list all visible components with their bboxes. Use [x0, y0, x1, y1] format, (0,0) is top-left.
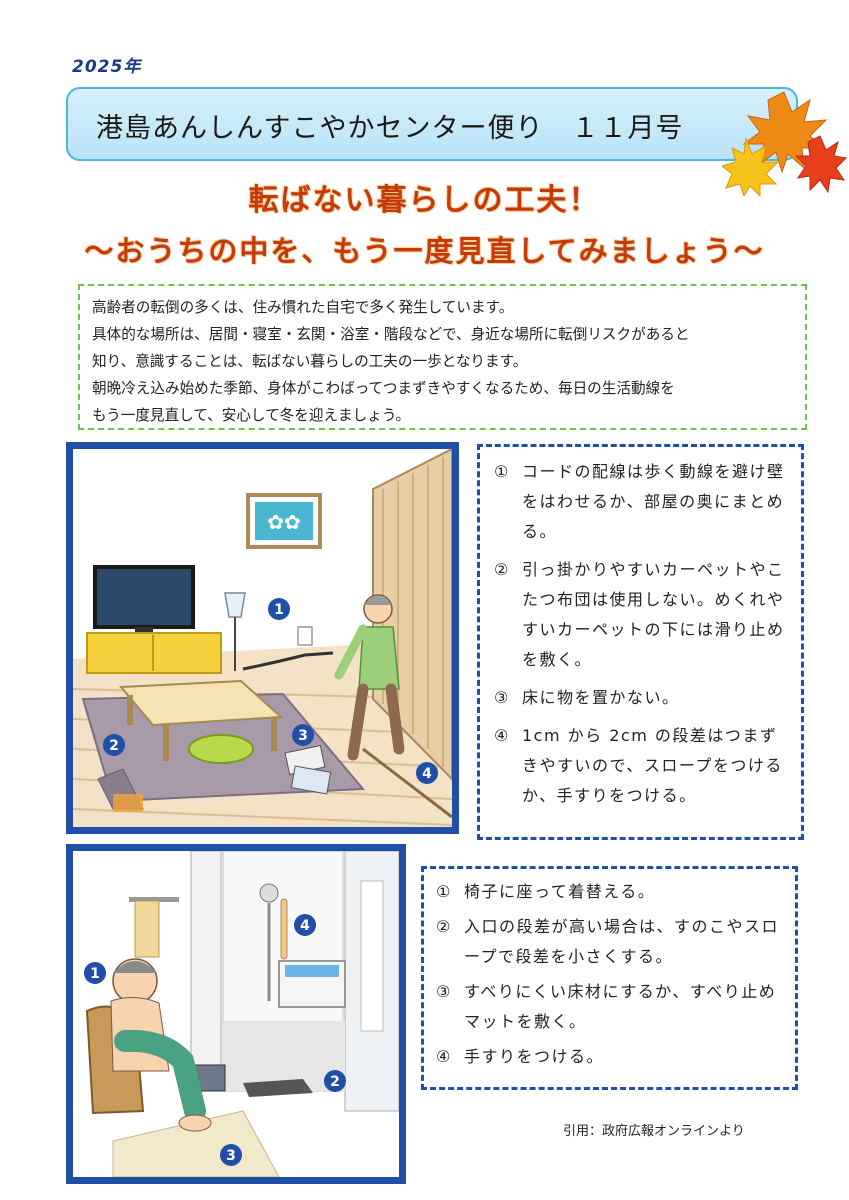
- tip-number: ④: [436, 1047, 452, 1066]
- tip-text: 手すりをつける。: [464, 1047, 605, 1066]
- tip-text: すべりにくい床材にするか、すべり止めマットを敷く。: [464, 982, 777, 1031]
- marker-label: 3: [298, 728, 308, 744]
- marker-3: [220, 1144, 242, 1166]
- marker-label: 2: [330, 1074, 340, 1090]
- tip-number: ②: [494, 560, 509, 579]
- marker-label: 4: [422, 766, 432, 782]
- marker-1: [84, 962, 106, 984]
- bathroom-tips: ① 椅子に座って着替える。 ② 入口の段差が高い場合は、すのこやスロープで段差を…: [421, 866, 798, 1090]
- title-banner: [66, 87, 798, 161]
- marker-4: [294, 914, 316, 936]
- marker-label: 3: [226, 1148, 236, 1164]
- bathroom-illustration: 1 2 3 4: [66, 844, 406, 1184]
- living-room-tips: ① コードの配線は歩く動線を避け壁をはわせるか、部屋の奥にまとめる。 ② 引っ掛…: [477, 444, 804, 840]
- marker-4: [416, 762, 438, 784]
- citation: 引用：政府広報オンラインより: [563, 1124, 745, 1139]
- autumn-leaves-icon: [722, 91, 847, 196]
- tip-item: ③ 床に物を置かない。: [494, 683, 791, 713]
- intro-line: もう一度見直して、安心して冬を迎えましょう。: [92, 407, 411, 424]
- intro-line: 具体的な場所は、居間・寝室・玄関・浴室・階段などで、身近な場所に転倒リスクがある…: [92, 326, 690, 343]
- tip-number: ②: [436, 917, 452, 936]
- tip-text: 引っ掛かりやすいカーペットやこたつ布団は使用しない。めくれやすいカーペットの下に…: [522, 560, 785, 669]
- tip-item: ① 椅子に座って着替える。: [436, 877, 785, 907]
- tip-text: 入口の段差が高い場合は、すのこやスロープで段差を小さくする。: [464, 917, 780, 966]
- intro-box: 高齢者の転倒の多くは、住み慣れた自宅で多く発生しています。 具体的な場所は、居間…: [78, 284, 807, 430]
- tip-item: ④ 手すりをつける。: [436, 1042, 785, 1072]
- issue-year: 2025年: [72, 57, 142, 77]
- marker-label: 1: [274, 602, 284, 618]
- tip-text: 床に物を置かない。: [522, 688, 680, 707]
- tip-item: ② 入口の段差が高い場合は、すのこやスロープで段差を小さくする。: [436, 912, 785, 972]
- tip-text: コードの配線は歩く動線を避け壁をはわせるか、部屋の奥にまとめる。: [522, 462, 785, 541]
- intro-line: 知り、意識することは、転ばない暮らしの工夫の一歩となります。: [92, 353, 528, 370]
- tip-number: ④: [494, 726, 509, 745]
- tip-item: ④ 1cm から 2cm の段差はつまずきやすいので、スロープをつけるか、手すり…: [494, 721, 791, 811]
- marker-label: 1: [90, 966, 100, 982]
- marker-label: 2: [109, 738, 119, 754]
- living-room-illustration: ✿✿: [66, 442, 459, 834]
- newsletter-title: 港島あんしんすこやかセンター便り １１月号: [96, 113, 684, 144]
- tip-item: ① コードの配線は歩く動線を避け壁をはわせるか、部屋の奥にまとめる。: [494, 457, 791, 547]
- intro-line: 高齢者の転倒の多くは、住み慣れた自宅で多く発生しています。: [92, 299, 514, 316]
- tip-item: ② 引っ掛かりやすいカーペットやこたつ布団は使用しない。めくれやすいカーペットの…: [494, 555, 791, 675]
- main-heading: 転ばない暮らしの工夫！: [248, 183, 601, 218]
- marker-2: [103, 734, 125, 756]
- intro-line: 朝晩冷え込み始めた季節、身体がこわばってつまずきやすくなるため、毎日の生活動線を: [92, 380, 675, 397]
- marker-1: [268, 598, 290, 620]
- tip-number: ①: [494, 462, 509, 481]
- tip-number: ①: [436, 882, 452, 901]
- tip-number: ③: [494, 688, 509, 707]
- bathroom-scene: 1 2 3 4: [73, 851, 399, 1177]
- tip-text: 1cm から 2cm の段差はつまずきやすいので、スロープをつけるか、手すりをつ…: [522, 726, 783, 805]
- living-room-scene: ✿✿: [73, 449, 452, 827]
- tip-text: 椅子に座って着替える。: [464, 882, 656, 901]
- svg-text:✿✿: ✿✿: [267, 510, 301, 534]
- marker-2: [324, 1070, 346, 1092]
- tip-number: ③: [436, 982, 452, 1001]
- marker-3: [292, 724, 314, 746]
- sub-heading: ～おうちの中を、もう一度見直してみましょう～: [84, 234, 765, 268]
- marker-label: 4: [300, 918, 310, 934]
- tip-item: ③ すべりにくい床材にするか、すべり止めマットを敷く。: [436, 977, 785, 1037]
